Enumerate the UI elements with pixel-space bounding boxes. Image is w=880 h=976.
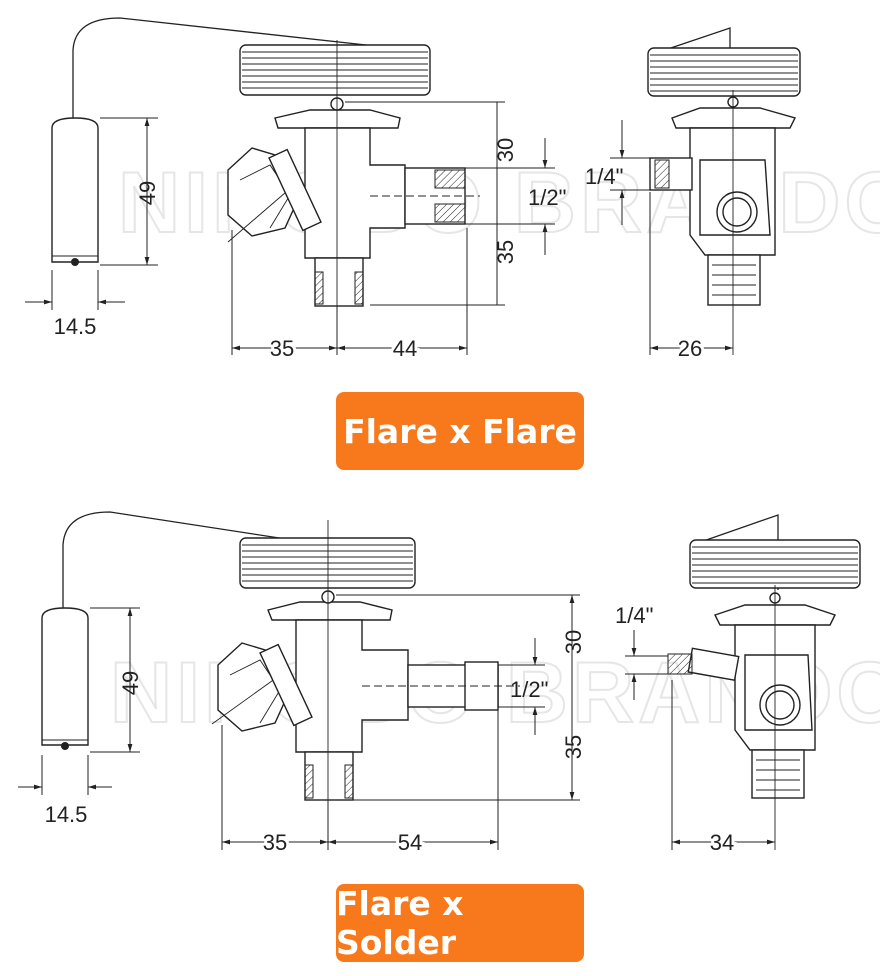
dim-lower-height: 35 — [493, 240, 518, 264]
dim-side-width: 26 — [678, 336, 702, 361]
dim-upper-height: 30 — [561, 630, 586, 654]
dim-bulb-height: 49 — [135, 181, 160, 205]
valve-front-view — [227, 40, 480, 310]
capillary-coil — [239, 537, 416, 589]
dim-outlet-size: 1/2" — [510, 677, 548, 702]
valve-side-view — [667, 514, 861, 850]
valve-front-view — [211, 520, 520, 805]
dimension-lines — [18, 594, 775, 850]
dim-inlet-size: 1/4" — [585, 164, 623, 189]
flare-solder-label: Flare x Solder — [336, 884, 584, 962]
dim-inlet-size: 1/4" — [615, 603, 653, 628]
dim-bulb-diameter: 14.5 — [54, 314, 97, 339]
dim-lower-height: 35 — [561, 735, 586, 759]
dim-left-width: 35 — [270, 336, 294, 361]
dim-upper-height: 30 — [493, 138, 518, 162]
dim-left-width: 35 — [263, 830, 287, 855]
sensing-bulb — [51, 17, 431, 266]
dim-right-width: 44 — [393, 336, 417, 361]
dim-bulb-diameter: 14.5 — [45, 802, 88, 827]
dim-right-width: 54 — [398, 830, 422, 855]
dimension-lines — [25, 101, 733, 355]
dim-side-width: 34 — [710, 830, 734, 855]
dim-outlet-size: 1/2" — [528, 185, 566, 210]
dim-bulb-height: 49 — [118, 671, 143, 695]
flare-solder-drawing: 49 14.5 35 54 30 35 1/2" 1/4" 34 — [18, 511, 861, 858]
valve-side-view — [647, 27, 801, 355]
flare-flare-drawing: 49 14.5 35 44 30 35 1/2" 1/4" 26 — [25, 17, 801, 364]
flare-flare-label: Flare x Flare — [336, 392, 584, 470]
sensing-bulb — [41, 511, 326, 750]
capillary-coil — [239, 44, 431, 96]
